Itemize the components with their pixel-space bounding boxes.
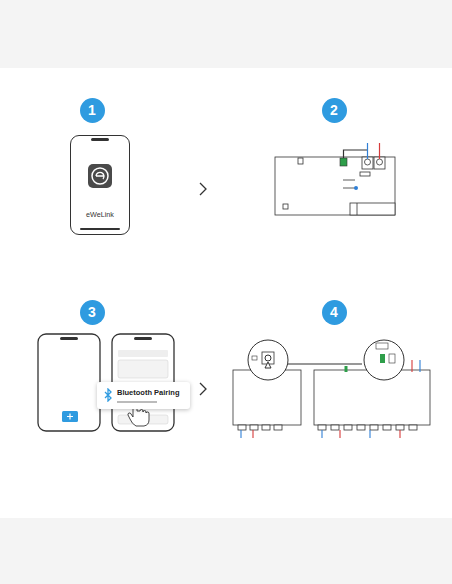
terminal [370, 425, 378, 430]
terminal [383, 425, 391, 430]
bluetooth-icon [102, 388, 114, 402]
popup-title: Bluetooth Pairing [117, 388, 182, 397]
terminal [331, 425, 339, 430]
wires [340, 143, 380, 190]
terminal [396, 425, 404, 430]
step-number: 1 [80, 98, 105, 123]
chevron [200, 383, 206, 395]
terminal [318, 425, 326, 430]
terminal [409, 425, 417, 430]
popup-subtitle-bar [117, 399, 177, 409]
step-number: 3 [80, 300, 105, 325]
din-device [275, 157, 395, 215]
step-number-text: 4 [330, 304, 338, 320]
step-number: 2 [322, 98, 347, 123]
terminal-row [318, 425, 417, 430]
zoom-circles [248, 340, 404, 380]
top-band [0, 0, 452, 68]
app-name: eWeLink [71, 210, 129, 219]
popup-card: Bluetooth Pairing [97, 382, 190, 409]
bottom-band [0, 518, 452, 584]
terminal [344, 425, 352, 430]
step-number-text: 1 [88, 102, 96, 118]
terminal [357, 425, 365, 430]
chevron [200, 183, 206, 195]
step-number-text: 2 [330, 102, 338, 118]
phone-screen: eWeLink [70, 135, 130, 235]
step-number-text: 3 [88, 304, 96, 320]
step-number: 4 [322, 300, 347, 325]
